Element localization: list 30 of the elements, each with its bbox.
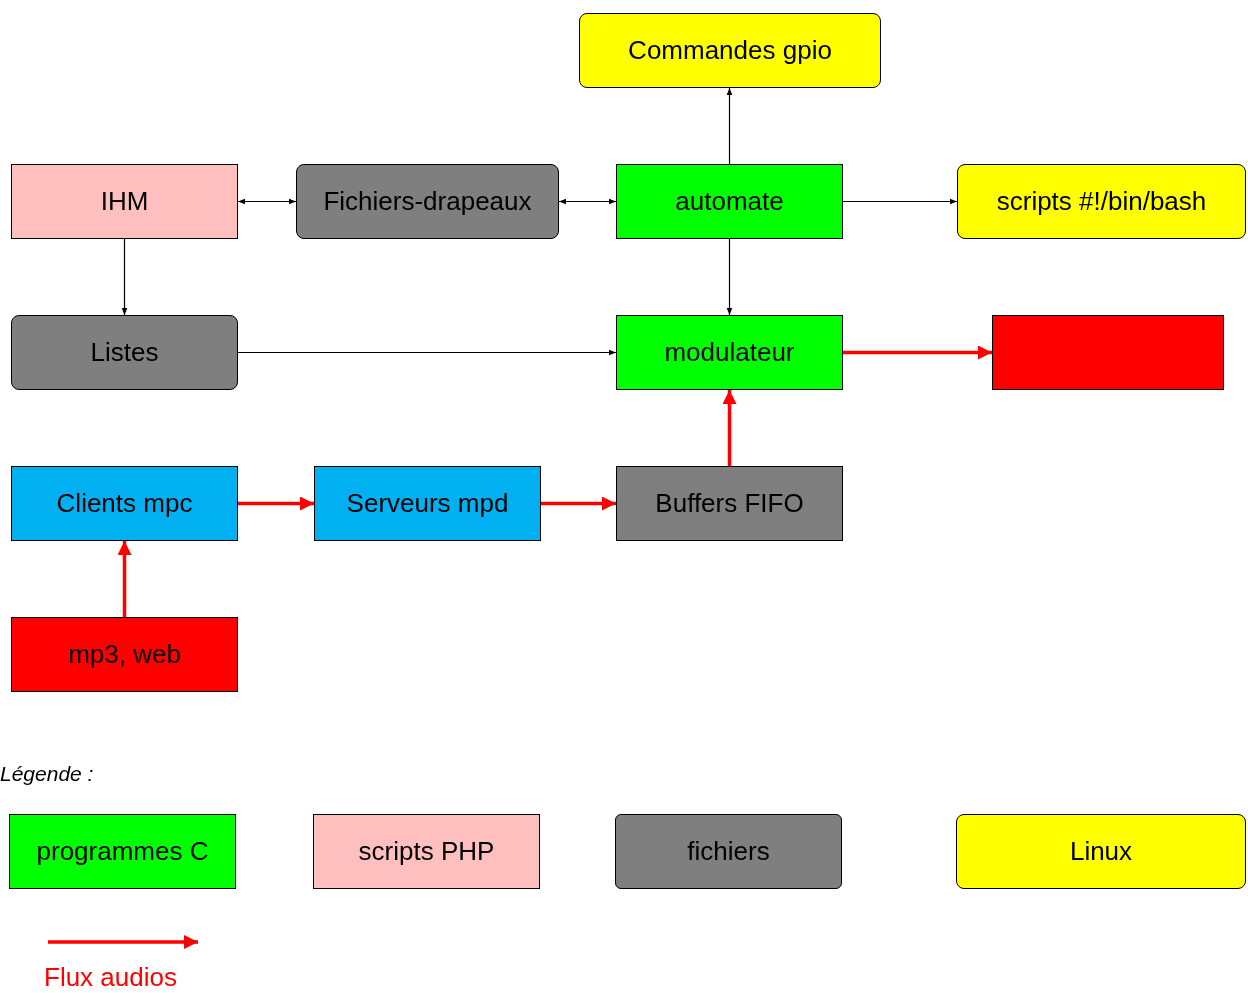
process-box: Serveurs mpd	[314, 466, 541, 541]
arrow	[117, 541, 132, 617]
legend-heading: Légende :	[0, 762, 94, 786]
arrow	[121, 238, 128, 316]
process-box: Buffers FIFO	[616, 466, 843, 541]
arrow	[726, 238, 733, 316]
arrow	[843, 345, 992, 360]
legend-label: Linux	[1068, 834, 1134, 868]
arrow	[237, 198, 297, 205]
arrow	[237, 349, 617, 356]
process-box: Listes	[11, 315, 238, 390]
legend-label: scripts PHP	[357, 834, 496, 868]
arrow	[541, 496, 616, 511]
legend-label: fichiers	[686, 834, 771, 868]
arrow	[842, 198, 958, 205]
legend-label: programmes C	[35, 834, 210, 868]
process-box: Fichiers-drapeaux	[296, 164, 559, 239]
process-box: scripts #!/bin/bash	[957, 164, 1246, 239]
process-box: automate	[616, 164, 843, 239]
process-box: modulateur	[616, 315, 843, 390]
process-box: mp3, web	[11, 617, 238, 692]
process-box: Clients mpc	[11, 466, 238, 541]
legend-label: Flux audios	[44, 962, 177, 993]
arrow	[726, 87, 733, 165]
arrow	[558, 198, 617, 205]
arrow	[238, 496, 314, 511]
process-box	[992, 315, 1224, 390]
process-box: Commandes gpio	[579, 13, 881, 88]
process-box: IHM	[11, 164, 238, 239]
arrow	[722, 390, 737, 466]
